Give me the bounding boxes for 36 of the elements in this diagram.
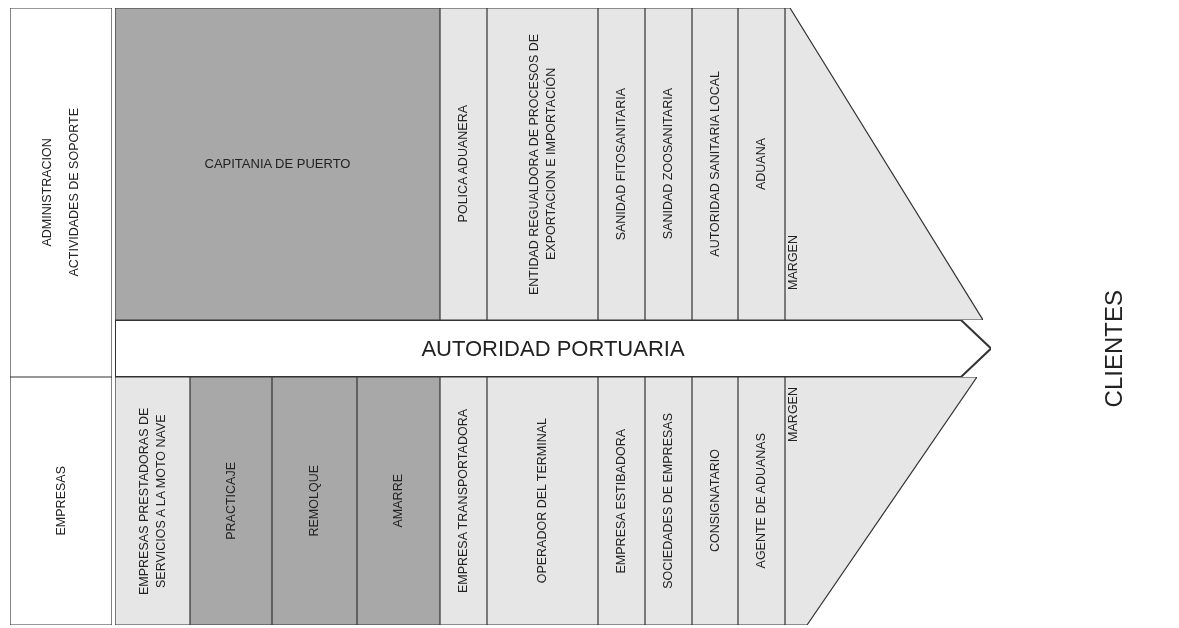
- cell-text: MARGEN: [785, 387, 801, 442]
- activity-cell: [692, 377, 738, 625]
- cell-text: CAPITANIA DE PUERTO: [204, 155, 351, 173]
- cell-text: SANIDAD FITOSANITARIA: [613, 87, 630, 241]
- cell-text: EMPRESAS: [52, 466, 69, 536]
- cell-text: AGENTE DE ADUANAS: [753, 433, 770, 569]
- cell-text: ADMINISTRACION: [39, 137, 56, 249]
- activity-cell: [357, 377, 440, 625]
- cell-text: AUTORIDAD SANITARIA LOCAL: [706, 71, 723, 257]
- activity-cell: [190, 377, 272, 625]
- cell-text: ACTIVIDADES DE SOPORTE: [66, 108, 82, 277]
- cell-text: EMPRESA ESTIBADORA: [613, 428, 630, 574]
- side-label: CLIENTES: [1100, 290, 1128, 408]
- cell-text: SANIDAD ZOOSANITARIA: [660, 88, 677, 240]
- cell-text: EMPRESA TRANSPORTADORA: [455, 408, 472, 594]
- cell-text: REMOLQUE: [306, 465, 323, 537]
- activity-cell: [115, 377, 190, 625]
- cell-text: ADUANA: [753, 137, 770, 191]
- cell-text: AUTORIDAD PORTUARIA: [421, 334, 685, 363]
- row-header: [10, 377, 112, 625]
- cell-text: POLICA ADUANERA: [455, 105, 472, 223]
- cell-text: AMARRE: [390, 474, 407, 528]
- activity-cell: [115, 8, 440, 320]
- activity-cell: [692, 8, 738, 320]
- cell-text: CONSIGNATARIO: [706, 449, 723, 553]
- activity-cell: [272, 377, 357, 625]
- cell-text: OPERADOR DEL TERMINAL: [534, 418, 551, 584]
- activity-cell: [645, 377, 692, 625]
- arrow-band: [115, 320, 991, 377]
- activity-cell: [645, 8, 692, 320]
- cell-text: PRACTICAJE: [222, 462, 239, 540]
- cell-text: ENTIDAD REGUALDORA DE PROCESOS DE EXPORTACION E IMPORTACIÓN: [525, 32, 559, 297]
- cell-text: EMPRESAS PRESTADORAS DE SERVICIOS A LA MOTO NAVE: [135, 406, 169, 597]
- row-header: [10, 8, 112, 377]
- cell-text: SOCIEDADES DE EMPRESAS: [660, 413, 677, 589]
- cell-text: MARGEN: [785, 235, 801, 290]
